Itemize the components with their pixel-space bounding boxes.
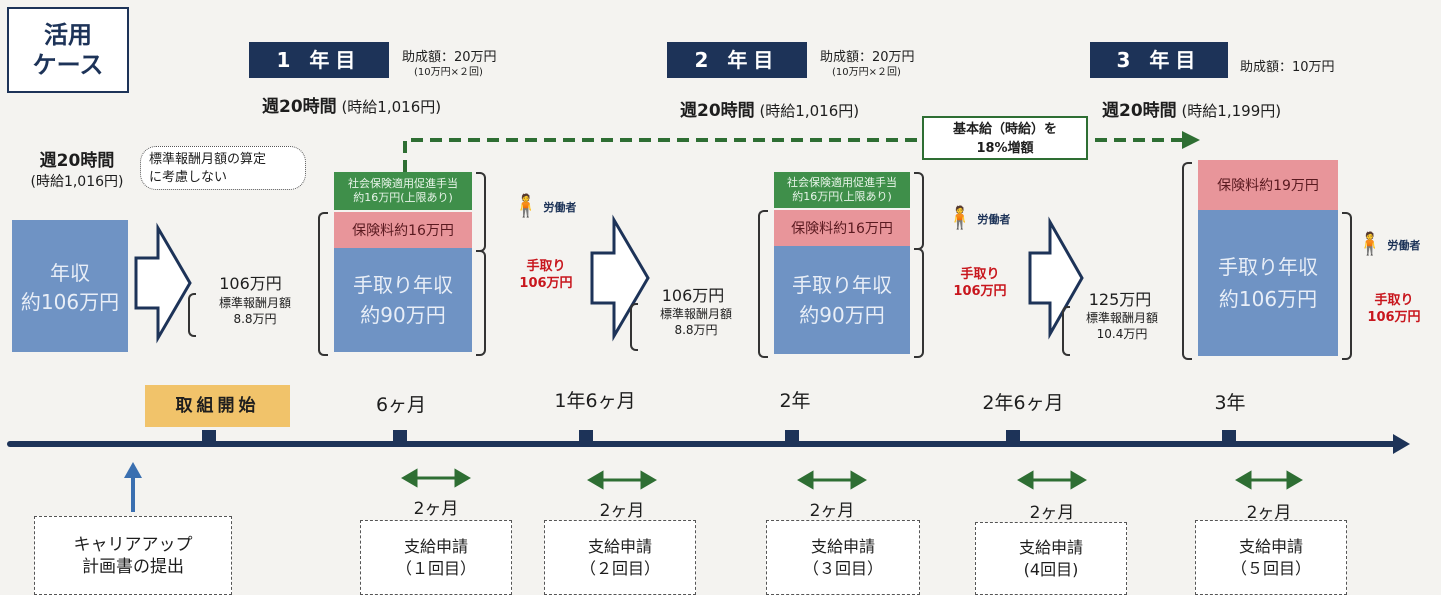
year2-std-bracket [630, 303, 638, 351]
year1-hours: 週20時間 (時給1,016円) [262, 97, 442, 117]
timeline-tick-3 [785, 430, 799, 444]
year3-right-bracket [1342, 212, 1352, 360]
year2-std: 標準報酬月額 8.8万円 [659, 307, 732, 337]
timeline-tick-1 [393, 430, 407, 444]
application-5: 支給申請 （５回目） [1195, 520, 1347, 595]
initial-income-box: 年収 約106万円 [12, 220, 128, 352]
year1-right-bracket-top [476, 172, 486, 252]
year2-amount: 106万円 [661, 286, 725, 305]
year2-right-bracket-bottom [914, 248, 924, 358]
milestone-3: 2年 [779, 390, 811, 412]
year2-left-bracket [758, 210, 768, 358]
duration-1: 2ヶ月 [413, 499, 459, 519]
year1-subsidy: 助成額：20万円 (10万円×２回) [402, 50, 497, 78]
year1-std: 標準報酬月額 8.8万円 [218, 296, 291, 326]
duration-arrow-1 [401, 468, 471, 488]
year1-amount: 106万円 [219, 274, 282, 293]
note-bubble: 標準報酬月額の算定 に考慮しない [140, 146, 306, 190]
timeline-tick-start [202, 430, 216, 444]
person-icon: 🧍 [946, 206, 974, 231]
year1-worker: 🧍 労働者 [512, 194, 577, 219]
duration-arrow-3 [797, 470, 867, 490]
year1-insurance-block: 保険料約16万円 [334, 212, 472, 248]
duration-5: 2ヶ月 [1246, 503, 1292, 523]
timeline-tick-4 [1006, 430, 1020, 444]
duration-arrow-2 [587, 470, 657, 490]
year3-left-bracket [1182, 162, 1192, 360]
duration-2: 2ヶ月 [599, 501, 645, 521]
year3-subsidy: 助成額：10万円 [1240, 60, 1335, 75]
duration-4: 2ヶ月 [1029, 503, 1075, 523]
year1-takehome-block: 手取り年収 約90万円 [334, 248, 472, 352]
person-icon: 🧍 [512, 194, 540, 219]
milestone-2: 1年6ヶ月 [554, 390, 636, 412]
year3-hours: 週20時間 (時給1,199円) [1102, 101, 1282, 121]
duration-3: 2ヶ月 [809, 501, 855, 521]
application-3: 支給申請 （３回目） [766, 520, 920, 595]
milestone-1: 6ヶ月 [375, 394, 427, 416]
year3-std-bracket [1062, 306, 1070, 356]
year3-insurance-block: 保険料約19万円 [1198, 160, 1338, 210]
duration-arrow-5 [1235, 470, 1303, 490]
year2-tag: 2 年目 [667, 42, 807, 78]
year2-takehome-block: 手取り年収 約90万円 [774, 246, 910, 354]
year1-left-bracket [318, 212, 328, 356]
plan-arrow-head [124, 462, 142, 478]
raise-note: 基本給（時給）を 18%増額 [922, 116, 1088, 160]
case-label: 活用 ケース [7, 7, 129, 93]
year2-subsidy: 助成額：20万円 (10万円×２回) [820, 50, 915, 78]
initial-hours: 週20時間 (時給1,016円) [30, 151, 124, 190]
year3-tag: 3 年目 [1090, 42, 1228, 78]
year2-insurance-block: 保険料約16万円 [774, 210, 910, 246]
year1-worker-takehome: 手取り 106万円 [519, 259, 573, 291]
year3-takehome-block: 手取り年収 約106万円 [1198, 210, 1338, 356]
start-label: 取組開始 [145, 385, 290, 427]
application-2: 支給申請 （２回目） [544, 520, 696, 595]
year3-worker: 🧍 労働者 [1356, 232, 1421, 257]
year3-worker-takehome: 手取り 106万円 [1367, 293, 1421, 325]
raise-arrowhead [1182, 131, 1200, 149]
year1-tag: 1 年目 [249, 42, 389, 78]
year2-hours: 週20時間 (時給1,016円) [680, 101, 860, 121]
year2-worker-takehome: 手取り 106万円 [953, 267, 1007, 299]
milestone-5: 3年 [1214, 392, 1246, 414]
year3-std: 標準報酬月額 10.4万円 [1085, 311, 1158, 341]
duration-arrow-4 [1017, 470, 1087, 490]
application-1: 支給申請 （１回目） [360, 520, 512, 595]
application-4: 支給申請 (4回目) [975, 522, 1127, 595]
timeline-arrowhead [1393, 434, 1410, 454]
year1-right-bracket-bottom [476, 250, 486, 356]
timeline-tick-2 [579, 430, 593, 444]
year2-worker: 🧍 労働者 [946, 206, 1011, 231]
year2-right-bracket-top [914, 172, 924, 250]
year1-std-bracket [188, 293, 196, 337]
person-icon: 🧍 [1356, 232, 1384, 257]
milestone-4: 2年6ヶ月 [982, 392, 1064, 414]
year1-allowance-block: 社会保険適用促進手当 約16万円(上限あり) [334, 172, 472, 210]
year2-allowance-block: 社会保険適用促進手当 約16万円(上限あり) [774, 172, 910, 208]
plan-submission-box: キャリアアップ 計画書の提出 [34, 516, 232, 595]
year3-amount: 125万円 [1088, 290, 1152, 309]
timeline-tick-5 [1222, 430, 1236, 444]
flow-arrow-1 [134, 222, 192, 344]
